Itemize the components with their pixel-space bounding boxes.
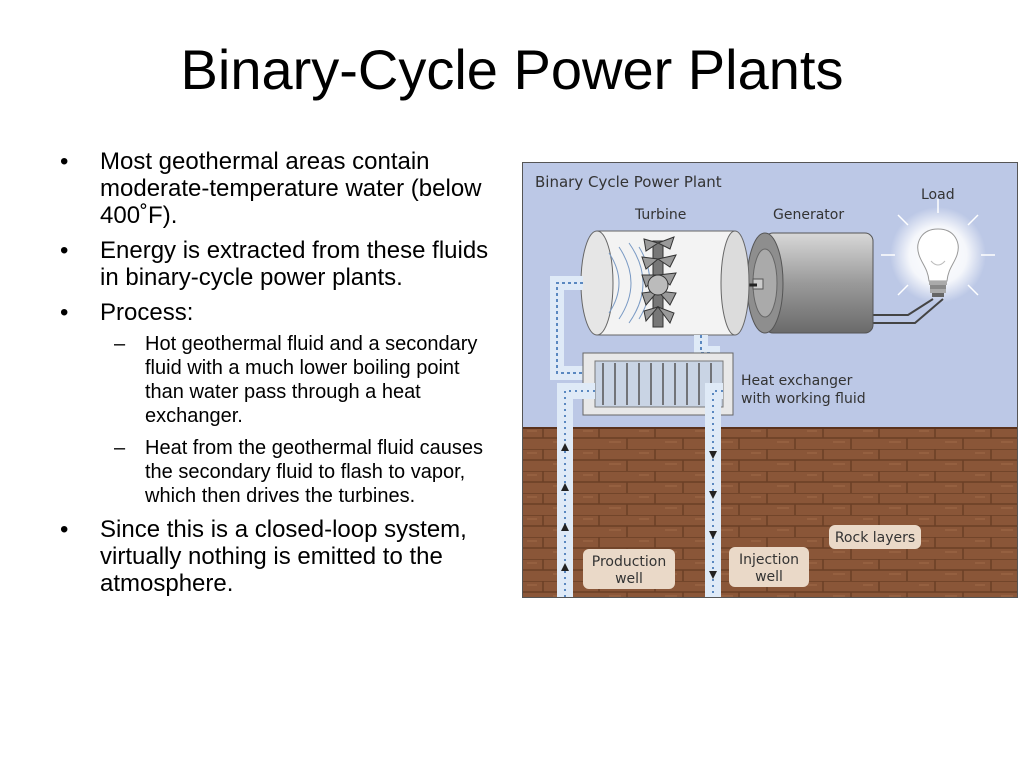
light-bulb-icon: Load [881, 187, 995, 303]
production-label-line1: Production [592, 554, 666, 570]
production-label-line2: well [615, 571, 643, 587]
bullet-item: • Most geothermal areas contain moderate… [60, 148, 500, 229]
injection-well-label: Injection well [729, 547, 809, 587]
bullet-marker: • [60, 237, 69, 264]
heat-exchanger-label-line1: Heat exchanger [741, 373, 853, 389]
sub-bullet-item: – Hot geothermal fluid and a secondary f… [100, 332, 500, 428]
bullet-item: • Process: – Hot geothermal fluid and a … [60, 299, 500, 508]
production-well [557, 383, 595, 597]
turbine-rotor [641, 236, 677, 328]
sub-bullet-marker: – [114, 333, 126, 355]
binary-cycle-diagram: Binary Cycle Power Plant Load [522, 162, 1018, 598]
heat-exchanger-label-line2: with working fluid [741, 391, 866, 407]
rock-layers-text: Rock layers [835, 530, 915, 546]
injection-label-line2: well [755, 569, 783, 585]
rock-layers-label: Rock layers [829, 525, 921, 549]
sub-bullet-item: – Heat from the geothermal fluid causes … [100, 436, 500, 508]
sub-bullet-text: Heat from the geothermal fluid causes th… [145, 437, 483, 507]
bullet-item: • Since this is a closed-loop system, vi… [60, 516, 500, 597]
heat-exchanger-icon: Heat exchanger with working fluid [582, 352, 866, 416]
injection-label-line1: Injection [739, 552, 799, 568]
generator-icon: Generator [746, 207, 874, 334]
production-well-label: Production well [583, 549, 675, 589]
bullet-text: Energy is extracted from these fluids in… [100, 237, 489, 291]
bullet-marker: • [60, 299, 69, 326]
bullet-item: • Energy is extracted from these fluids … [60, 237, 500, 291]
load-label: Load [921, 187, 955, 203]
bullet-list: • Most geothermal areas contain moderate… [60, 148, 500, 605]
slide-title: Binary-Cycle Power Plants [180, 38, 844, 101]
bullet-marker: • [60, 516, 69, 543]
sub-bullet-text: Hot geothermal fluid and a secondary flu… [145, 333, 478, 427]
power-wires [865, 298, 944, 324]
injection-well [705, 383, 723, 597]
turbine-label: Turbine [634, 207, 686, 223]
diagram-title: Binary Cycle Power Plant [535, 173, 722, 191]
bullet-text: Most geothermal areas contain moderate-t… [100, 148, 482, 229]
bullet-text: Process: [100, 299, 194, 326]
sub-bullet-list: – Hot geothermal fluid and a secondary f… [100, 332, 500, 508]
bullet-text: Since this is a closed-loop system, virt… [100, 516, 467, 597]
sub-bullet-marker: – [114, 437, 126, 459]
generator-label: Generator [773, 207, 844, 223]
turbine-icon: Turbine [580, 207, 750, 336]
bullet-marker: • [60, 148, 69, 175]
